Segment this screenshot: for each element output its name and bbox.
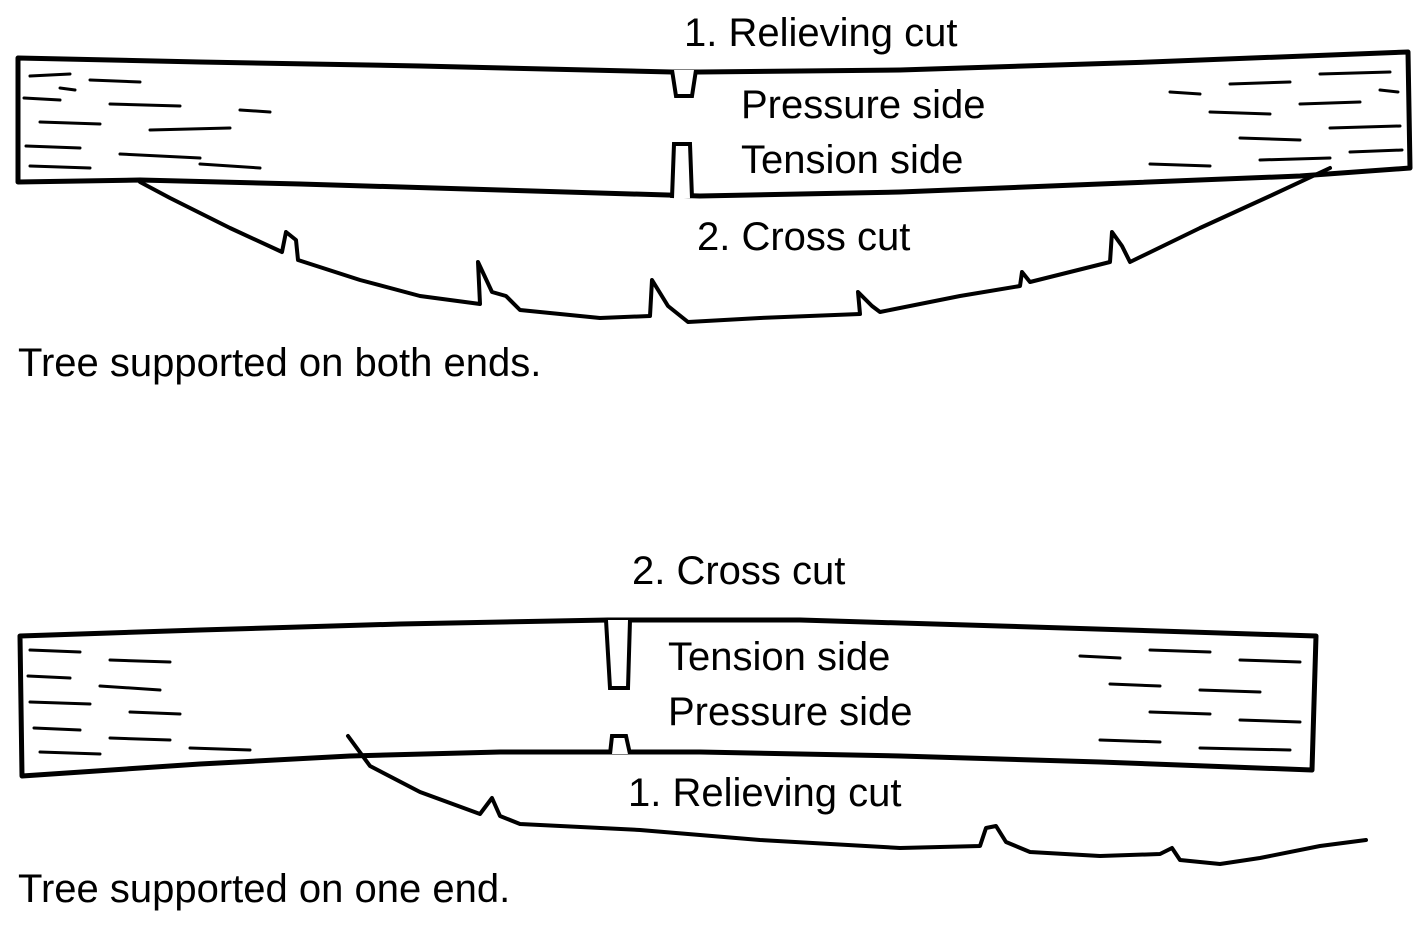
top-bark-texture-left bbox=[22, 72, 272, 170]
top-ground-line bbox=[138, 166, 1332, 324]
bottom-cross-cut bbox=[604, 619, 632, 690]
top-pressure-side-label: Pressure side bbox=[741, 83, 986, 127]
bottom-ground-line bbox=[346, 734, 1368, 866]
bottom-relieving-cut bbox=[608, 734, 632, 755]
top-diagram: 1. Relieving cut Pressure side Tension s… bbox=[15, 11, 1413, 385]
top-cross-cut-label: 2. Cross cut bbox=[697, 215, 910, 259]
bottom-pressure-side-label: Pressure side bbox=[668, 690, 913, 734]
bottom-bark-texture-left bbox=[26, 648, 252, 756]
top-log-outline bbox=[15, 49, 1413, 199]
top-caption: Tree supported on both ends. bbox=[18, 341, 541, 385]
top-relieving-cut-label: 1. Relieving cut bbox=[684, 11, 957, 55]
top-tension-side-label: Tension side bbox=[741, 138, 963, 182]
bottom-diagram: 2. Cross cut Tension side Pressure side … bbox=[17, 549, 1368, 911]
bottom-cross-cut-label: 2. Cross cut bbox=[632, 549, 845, 593]
bottom-caption: Tree supported on one end. bbox=[18, 867, 510, 911]
top-cross-cut bbox=[670, 142, 694, 199]
top-relieving-cut bbox=[670, 69, 698, 98]
bottom-tension-side-label: Tension side bbox=[668, 635, 890, 679]
top-bark-texture-right bbox=[1148, 70, 1404, 168]
bottom-relieving-cut-label: 1. Relieving cut bbox=[628, 771, 901, 815]
bottom-bark-texture-right bbox=[1078, 648, 1302, 752]
